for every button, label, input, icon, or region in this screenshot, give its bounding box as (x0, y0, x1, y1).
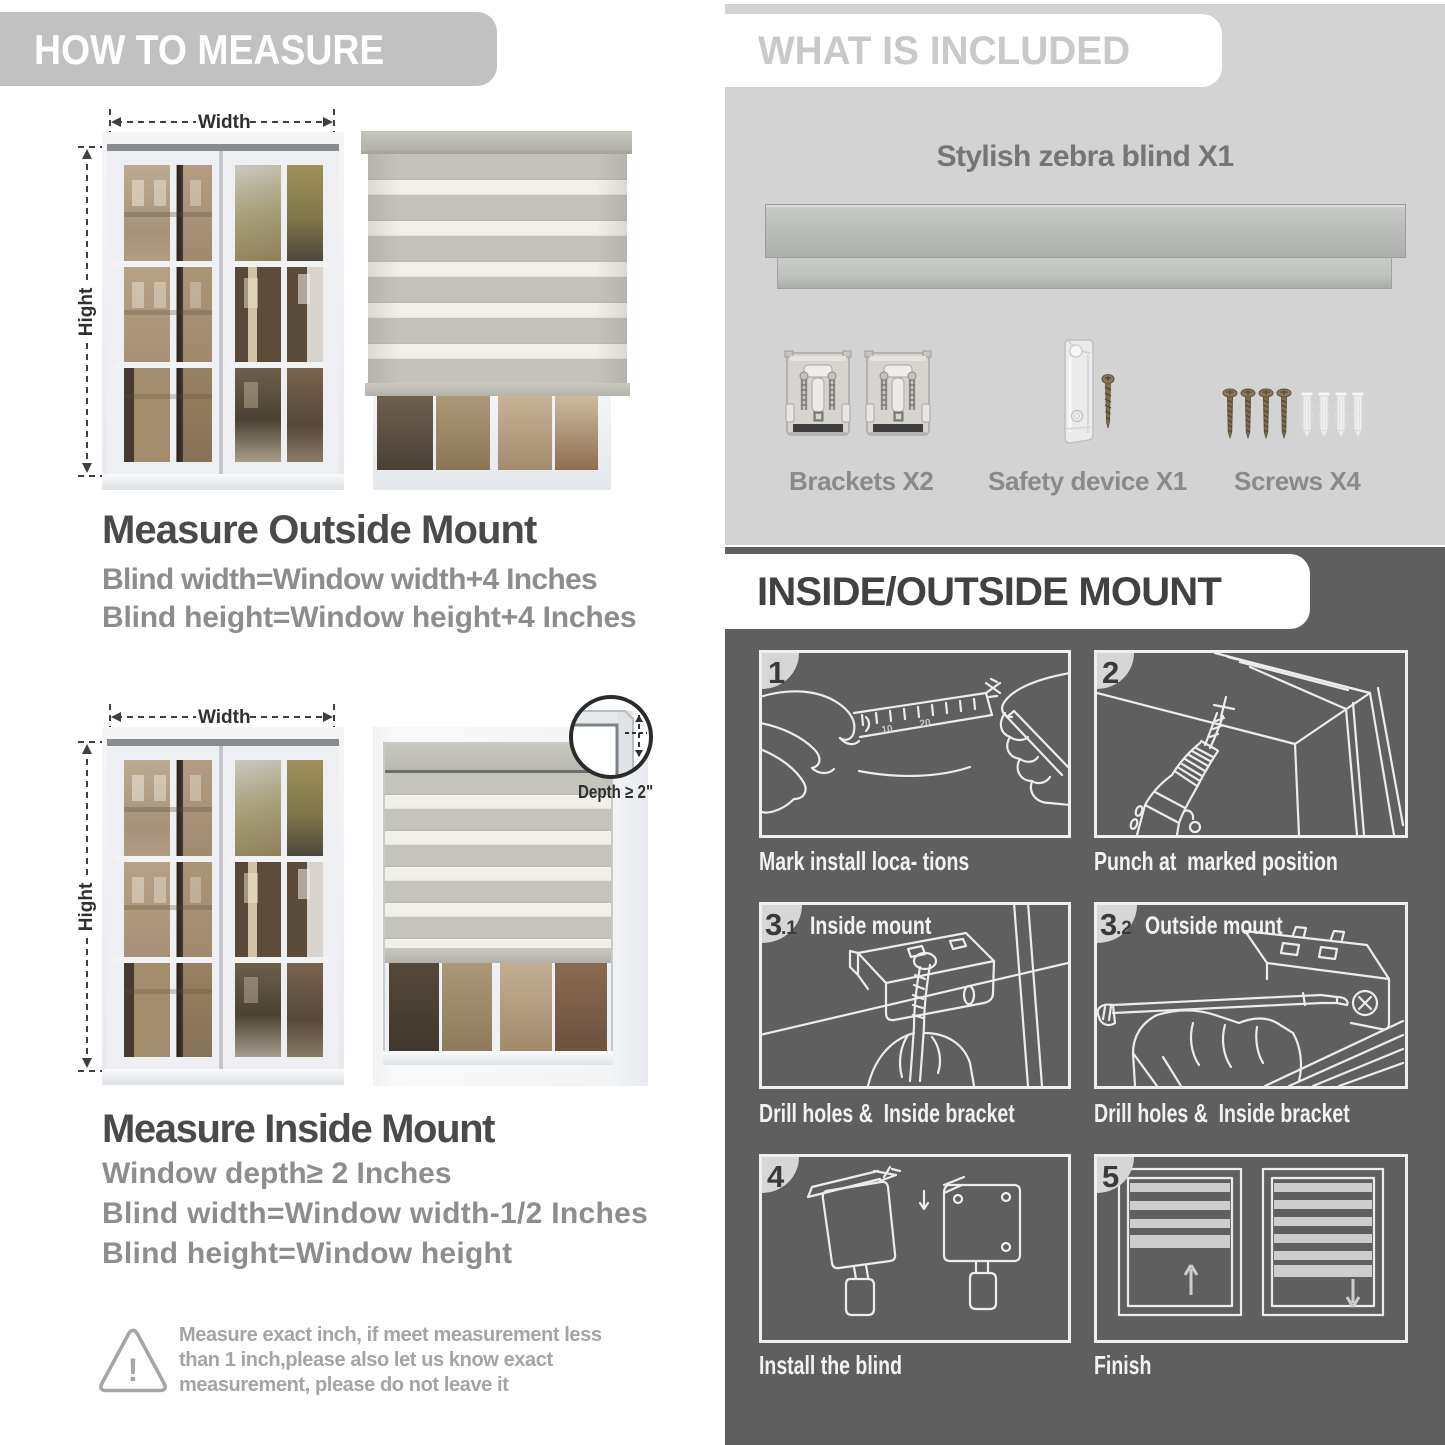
svg-text:10: 10 (881, 723, 894, 736)
svg-text:!: ! (128, 1352, 139, 1388)
svg-text:20: 20 (919, 717, 932, 730)
